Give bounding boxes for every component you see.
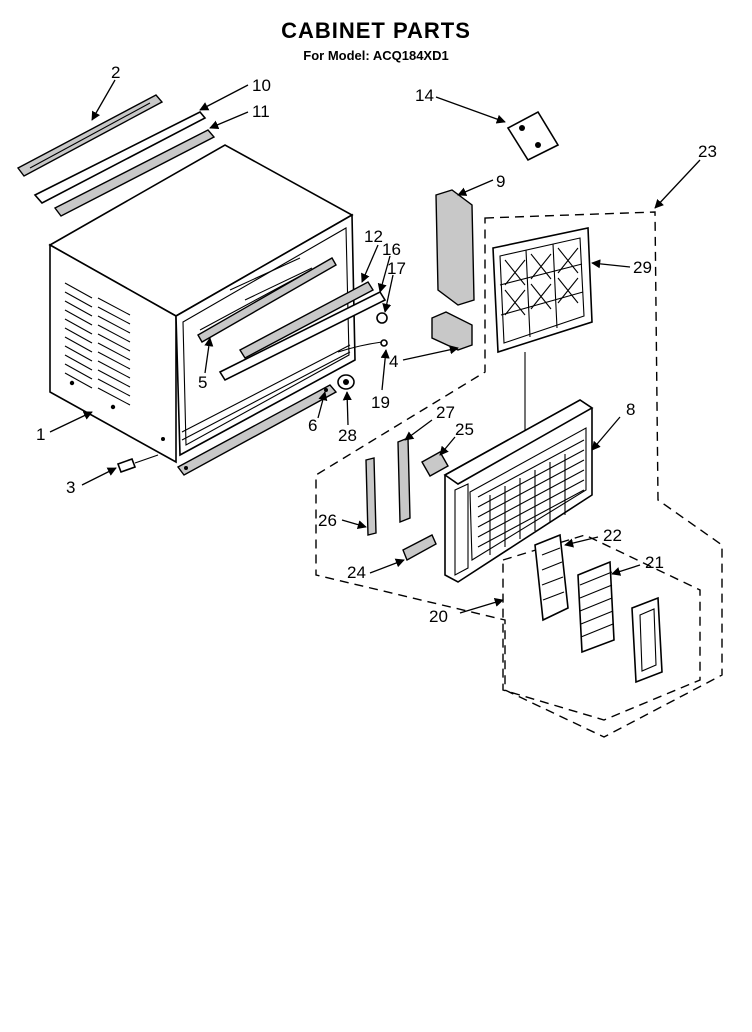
callout-21: 21 — [645, 553, 664, 572]
callout-22: 22 — [603, 526, 622, 545]
callout-29: 29 — [633, 258, 652, 277]
callout-2: 2 — [111, 63, 120, 82]
foam-block-part-4 — [431, 311, 473, 351]
side-louvres — [64, 282, 131, 406]
side-rail-part-5 — [197, 257, 337, 343]
rail-part-16 — [218, 290, 387, 382]
nut-part-28 — [337, 374, 355, 390]
callout-9: 9 — [496, 172, 505, 191]
top-seal-part-11 — [53, 129, 216, 217]
callout-5: 5 — [198, 373, 207, 392]
wire-part-19 — [337, 339, 388, 353]
callout-20: 20 — [429, 607, 448, 626]
seal-part-25 — [421, 451, 449, 477]
strip-part-27 — [397, 436, 411, 524]
callout-25: 25 — [455, 420, 474, 439]
callout-11: 11 — [252, 102, 270, 121]
callout-8: 8 — [626, 400, 635, 419]
callout-6: 6 — [308, 416, 317, 435]
louver-part-21 — [577, 560, 615, 654]
screw-part-3 — [116, 454, 159, 474]
callout-4: 4 — [389, 352, 398, 371]
callout-16: 16 — [382, 240, 401, 259]
air-filter-part-29 — [492, 227, 593, 354]
louver-frame-part-22 — [534, 533, 569, 622]
filter-group-boundary — [502, 534, 701, 721]
front-panel-group-boundary — [315, 211, 723, 738]
callout-27: 27 — [436, 403, 455, 422]
end-cap-part — [631, 596, 663, 684]
filter-pad-part-9 — [435, 189, 475, 306]
callout-26: 26 — [318, 511, 337, 530]
callout-10: 10 — [252, 76, 271, 95]
callout-14: 14 — [415, 86, 434, 105]
bottom-rail-part-6 — [176, 384, 338, 476]
diagram-title: CABINET PARTS — [281, 18, 471, 43]
top-channel-part-10 — [33, 110, 207, 205]
callout-19: 19 — [371, 393, 390, 412]
screw-part-17 — [376, 312, 388, 324]
callout-24: 24 — [347, 563, 366, 582]
top-rail-part-2 — [16, 94, 164, 177]
support-rail-part-12 — [239, 281, 374, 359]
callout-12: 12 — [364, 227, 383, 246]
callout-28: 28 — [338, 426, 357, 445]
callout-labels: 1 2 3 4 5 6 8 9 10 11 12 14 16 17 19 20 … — [36, 63, 717, 626]
callout-23: 23 — [698, 142, 717, 161]
bracket-part-14 — [506, 110, 560, 162]
front-grille-part-8 — [443, 399, 594, 583]
callout-1: 1 — [36, 425, 45, 444]
grille-slats — [477, 439, 585, 555]
leader-lines — [49, 79, 701, 614]
callout-3: 3 — [66, 478, 75, 497]
block-part-24 — [402, 534, 437, 561]
model-subtitle: For Model: ACQ184XD1 — [303, 48, 449, 63]
strip-part-26 — [365, 457, 377, 536]
callout-17: 17 — [387, 259, 406, 278]
